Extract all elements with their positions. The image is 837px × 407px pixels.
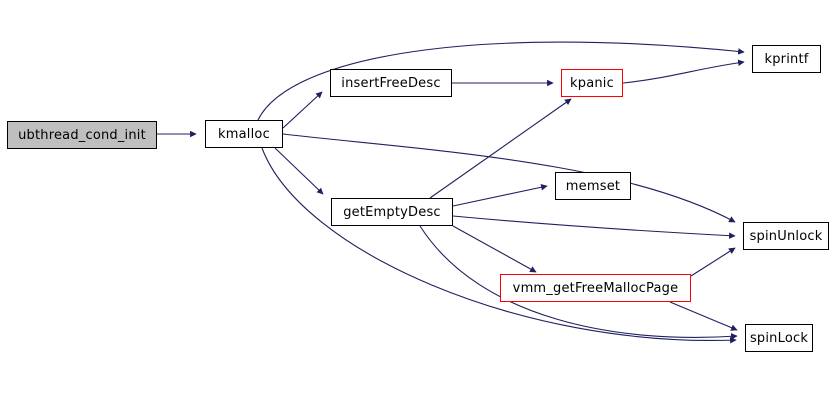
edge-kmalloc-to-kprintf bbox=[257, 41, 745, 121]
node-getemptydesc[interactable]: getEmptyDesc bbox=[331, 198, 453, 226]
node-label: kprintf bbox=[764, 51, 809, 67]
node-label: getEmptyDesc bbox=[343, 204, 441, 220]
node-label: spinUnlock bbox=[749, 228, 823, 244]
node-kprintf[interactable]: kprintf bbox=[752, 45, 821, 73]
node-vmm-getfreemallocpage[interactable]: vmm_getFreeMallocPage bbox=[500, 274, 691, 302]
edge-vmm_getFreeMallocPage-to-spinUnlock bbox=[690, 247, 736, 277]
node-label: spinLock bbox=[749, 330, 809, 346]
node-insertfreedesc[interactable]: insertFreeDesc bbox=[330, 69, 452, 97]
edge-getEmptyDesc-to-vmm_getFreeMallocPage bbox=[452, 225, 537, 273]
node-label: memset bbox=[565, 178, 621, 194]
node-label: ubthread_cond_init bbox=[18, 127, 146, 143]
node-spinlock[interactable]: spinLock bbox=[745, 324, 813, 352]
edge-getEmptyDesc-to-spinUnlock bbox=[452, 215, 736, 239]
node-kpanic[interactable]: kpanic bbox=[561, 69, 623, 97]
node-spinunlock[interactable]: spinUnlock bbox=[743, 222, 829, 250]
edge-kmalloc-to-spinUnlock bbox=[282, 133, 736, 223]
node-ubthread-cond-init[interactable]: ubthread_cond_init bbox=[7, 121, 157, 149]
node-memset[interactable]: memset bbox=[555, 172, 631, 200]
edge-kmalloc-to-insertFreeDesc bbox=[282, 91, 323, 129]
edge-vmm_getFreeMallocPage-to-spinLock bbox=[669, 301, 738, 331]
edge-getEmptyDesc-to-kpanic bbox=[429, 98, 572, 199]
edge-kmalloc-to-spinLock bbox=[261, 147, 737, 344]
node-label: kpanic bbox=[570, 75, 614, 91]
edge-kmalloc-to-getEmptyDesc bbox=[274, 147, 324, 195]
edge-getEmptyDesc-to-spinLock bbox=[419, 225, 738, 340]
node-label: vmm_getFreeMallocPage bbox=[512, 280, 679, 296]
edge-kpanic-to-kprintf bbox=[622, 59, 745, 84]
node-label: insertFreeDesc bbox=[341, 75, 441, 91]
edge-group bbox=[157, 41, 745, 344]
edge-getEmptyDesc-to-memset bbox=[452, 184, 548, 207]
node-kmalloc[interactable]: kmalloc bbox=[205, 120, 283, 148]
node-label: kmalloc bbox=[218, 126, 270, 142]
